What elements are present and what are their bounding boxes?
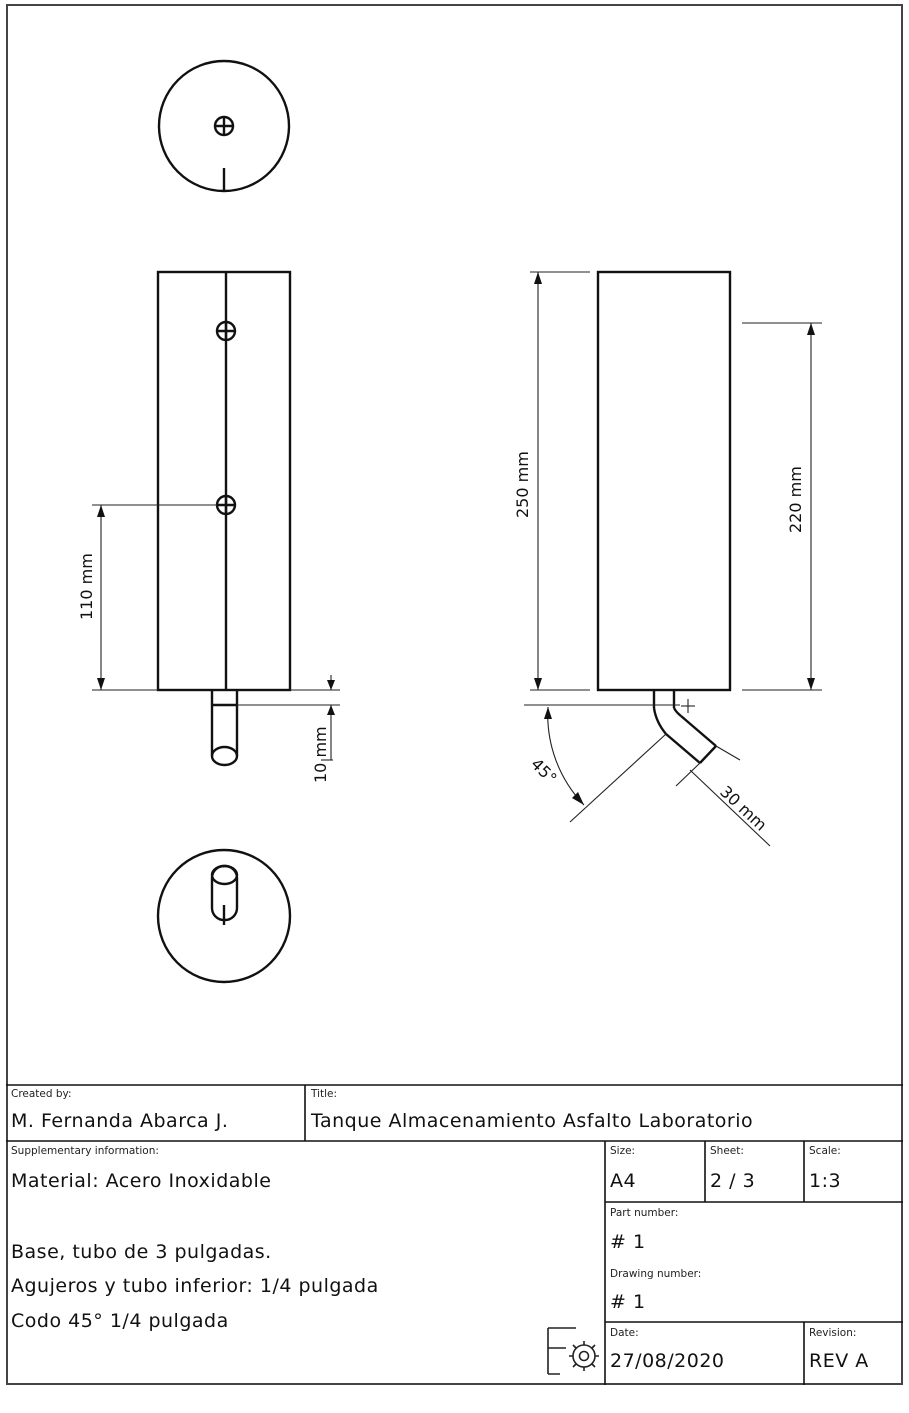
side-view: 250 mm 220 mm 45° 30 mm [513,270,822,847]
revision-label: Revision: [809,1327,856,1339]
bottom-view [156,848,292,984]
drawing-number-value: # 1 [610,1291,646,1313]
hole-lower-icon [215,494,237,516]
dim-10: 10 mm [311,726,330,783]
sheet-value: 2 / 3 [710,1170,755,1192]
dim-250: 250 mm [513,451,532,518]
supp-line-3: Agujeros y tubo inferior: 1/4 pulgada [11,1275,379,1297]
size-label: Size: [610,1145,635,1157]
dim-110: 110 mm [77,553,96,620]
scale-label: Scale: [809,1145,841,1157]
date-label: Date: [610,1327,639,1339]
supp-line-1: Material: Acero Inoxidable [11,1170,271,1192]
revision-value: REV A [809,1350,869,1372]
sheet-label: Sheet: [710,1145,744,1157]
top-view [157,59,291,193]
created-by-label: Created by: [11,1088,72,1100]
freecad-gear-logo-icon [547,1327,599,1375]
elbow-pipe [652,690,717,764]
hole-upper-icon [215,320,237,342]
drawing-title: Tanque Almacenamiento Asfalto Laboratori… [310,1110,753,1132]
part-number-label: Part number: [610,1207,678,1219]
bottom-pipe [210,690,239,767]
title-label: Title: [310,1088,337,1100]
supp-line-2: Base, tubo de 3 pulgadas. [11,1241,272,1263]
front-view: 110 mm 10 mm [77,270,340,783]
part-number-value: # 1 [610,1231,646,1253]
dim-220: 220 mm [786,466,805,533]
drawing-number-label: Drawing number: [610,1268,701,1280]
supp-info-label: Supplementary information: [11,1145,159,1157]
dim-30: 30 mm [716,782,770,835]
supp-line-4: Codo 45° 1/4 pulgada [11,1310,229,1332]
drawing-sheet [6,4,903,1385]
title-block: Created by: M. Fernanda Abarca J. Title:… [6,1084,903,1385]
created-by-value: M. Fernanda Abarca J. [11,1110,228,1132]
size-value: A4 [610,1170,636,1192]
scale-value: 1:3 [809,1170,841,1192]
date-value: 27/08/2020 [610,1350,725,1372]
